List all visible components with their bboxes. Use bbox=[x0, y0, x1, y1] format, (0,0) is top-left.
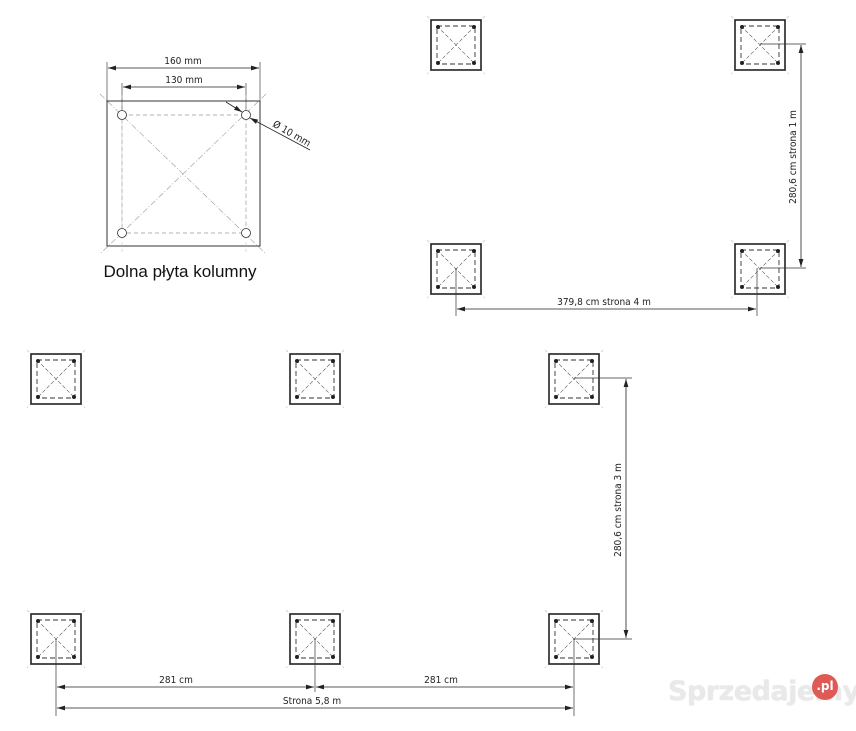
dim-span-right-label: 281 cm bbox=[424, 675, 458, 686]
bolt-hole bbox=[241, 110, 251, 120]
plate-caption: Dolna płyta kolumny bbox=[103, 262, 257, 281]
dim-span-left-label: 281 cm bbox=[159, 675, 193, 686]
column-base bbox=[544, 349, 604, 409]
base-plate-detail: 160 mm 130 mm Ø 10 mm Dolna płyta kolumn… bbox=[99, 56, 313, 281]
dim-outer-label: 160 mm bbox=[164, 56, 202, 67]
bolt-hole bbox=[241, 228, 251, 238]
column-base bbox=[730, 239, 790, 299]
dim-total-label: Strona 5,8 m bbox=[283, 696, 341, 707]
bolt-hole bbox=[117, 110, 127, 120]
layout-6-columns: 280,6 cm strona 3 m 281 cm 281 cm Strona… bbox=[26, 349, 632, 716]
column-base bbox=[426, 15, 486, 75]
column-base bbox=[730, 15, 790, 75]
watermark-badge: .pl bbox=[812, 674, 838, 700]
bolt-hole bbox=[117, 228, 127, 238]
column-base bbox=[285, 349, 345, 409]
dim-horizontal-label: 379,8 cm strona 4 m bbox=[557, 297, 651, 308]
dim-inner-label: 130 mm bbox=[165, 75, 203, 86]
dim-vertical-label: 280,6 cm strona 3 m bbox=[613, 463, 624, 557]
layout-4-columns: 280,6 cm strona 1 m 379,8 cm strona 4 m bbox=[426, 15, 806, 316]
column-base bbox=[26, 349, 86, 409]
dim-vertical-label: 280,6 cm strona 1 m bbox=[788, 110, 799, 204]
dim-hole-label: Ø 10 mm bbox=[271, 118, 313, 149]
